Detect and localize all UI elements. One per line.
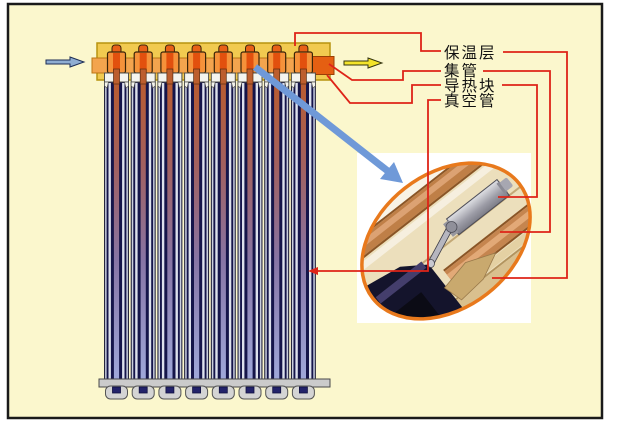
tube-end-cap xyxy=(105,385,128,400)
vacuum-tube-unit xyxy=(103,44,130,381)
vacuum-tube-unit xyxy=(184,44,210,381)
callout-line-header-right xyxy=(483,70,551,233)
detail-ellipse-border xyxy=(360,161,532,321)
callout-label-heat-conduction-block: 导热块 xyxy=(444,77,497,95)
vacuum-tube-unit xyxy=(264,44,290,381)
vacuum-tube-unit xyxy=(157,44,183,381)
callout-lines xyxy=(294,32,568,279)
zoom-arrow-icon xyxy=(252,64,403,183)
tube-end-cap xyxy=(158,385,182,400)
callout-label-insulation-layer: 保温层 xyxy=(444,44,497,62)
callout-labels: 保温层 集管 导热块 真空管 xyxy=(444,44,497,110)
tube-end-cap xyxy=(131,385,155,400)
tube-end-cap xyxy=(238,385,262,400)
callout-line-vacuum-tube xyxy=(318,99,441,272)
bottom-rail xyxy=(98,378,331,388)
callout-line-header-left xyxy=(328,63,441,81)
vacuum-tube-unit xyxy=(237,44,263,381)
callout-line-insulation-left xyxy=(294,32,441,52)
tube-end-cap xyxy=(265,385,289,400)
callout-line-block-left xyxy=(326,74,441,104)
vacuum-tube-unit xyxy=(130,44,156,381)
collector-tubes xyxy=(98,44,331,400)
callout-line-block-right xyxy=(498,84,538,198)
outlet-arrow-icon xyxy=(343,57,384,69)
callout-label-header-pipe: 集管 xyxy=(444,62,479,80)
tube-end-cap xyxy=(291,385,315,400)
callout-label-vacuum-tube: 真空管 xyxy=(444,92,497,110)
vacuum-tube-unit xyxy=(210,44,236,381)
vacuum-tube-pointer-icon xyxy=(308,267,318,275)
tube-end-cap xyxy=(211,385,235,400)
tube-end-cap xyxy=(185,385,209,400)
inlet-arrow-icon xyxy=(45,56,86,68)
callout-line-insulation-right xyxy=(492,51,568,279)
